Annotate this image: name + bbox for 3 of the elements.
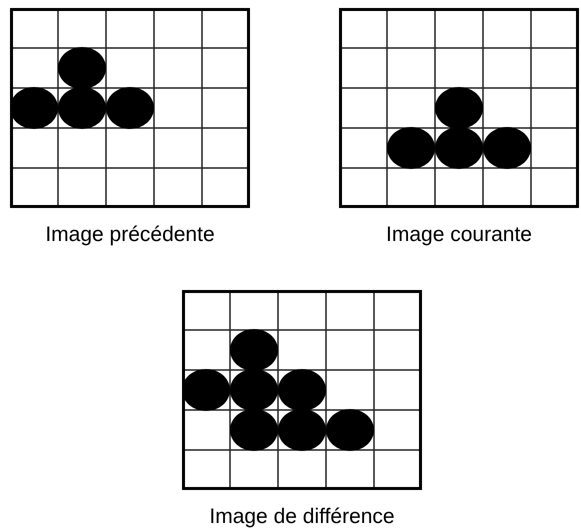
image-caption: Image courante [385, 223, 533, 247]
image-caption: Image de différence [208, 505, 396, 528]
image-caption: Image précédente [44, 223, 216, 247]
